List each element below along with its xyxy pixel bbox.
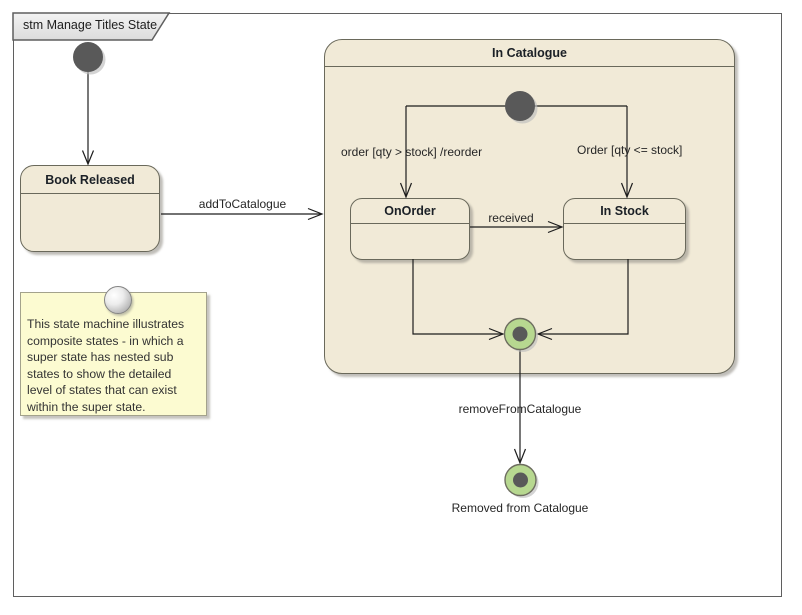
note-line: states to show the detailed [27, 366, 172, 381]
transition-label-remove-from-catalogue[interactable]: removeFromCatalogue [458, 402, 582, 416]
state-on-order[interactable]: OnOrder [350, 198, 470, 260]
frame-tab-shape [12, 12, 171, 41]
note-line: This state machine illustrates [27, 317, 185, 331]
transition-label-order-reorder[interactable]: order [qty > stock] /reorder [341, 145, 483, 159]
state-in-stock[interactable]: In Stock [563, 198, 686, 260]
frame-tab [12, 12, 171, 41]
state-on-order-title: OnOrder [351, 199, 469, 224]
final-state-label: Removed from Catalogue [451, 501, 589, 515]
frame-label: stm Manage Titles State [23, 18, 158, 32]
note-line: level of states that can exist [27, 383, 177, 397]
note-line: within the super state. [27, 399, 146, 414]
state-book-released-title: Book Released [21, 166, 159, 194]
note-line: composite states - in which a [27, 333, 184, 348]
state-in-catalogue-title: In Catalogue [325, 40, 734, 67]
diagram-frame [13, 13, 782, 597]
transition-label-order-in-stock[interactable]: Order [qty <= stock] [577, 143, 683, 157]
transition-label-add-to-catalogue[interactable]: addToCatalogue [198, 197, 287, 211]
note-line: super state has nested sub [27, 350, 174, 364]
transition-label-received[interactable]: received [488, 211, 534, 225]
note[interactable]: This state machine illustrates composite… [20, 292, 207, 416]
state-book-released[interactable]: Book Released [20, 165, 160, 252]
state-in-stock-title: In Stock [564, 199, 685, 224]
note-pin-icon [104, 286, 132, 314]
